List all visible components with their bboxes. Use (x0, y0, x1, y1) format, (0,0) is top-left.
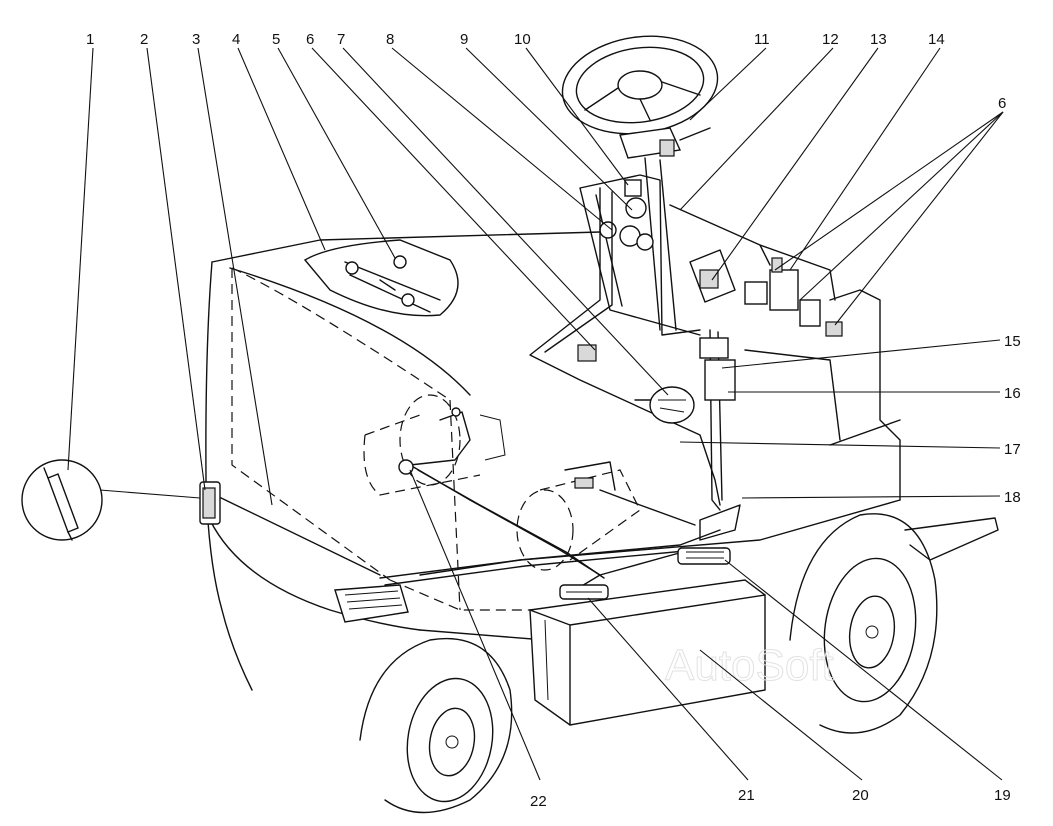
rear-light-left (199, 481, 221, 525)
leader-lines (67, 47, 1004, 781)
pump-motor (516, 461, 641, 571)
watermark: AutoSoft (665, 641, 834, 690)
callout-5: 5 (272, 31, 280, 48)
callout-14: 14 (928, 31, 945, 48)
callout-6: 6 (306, 31, 314, 48)
callout-15: 15 (1004, 333, 1021, 350)
steering-wheel (561, 35, 719, 135)
switch-assembly (599, 179, 654, 251)
callout-6-right: 6 (998, 95, 1006, 112)
battery-box (529, 579, 766, 726)
steering-column (619, 127, 711, 331)
drive-motor (363, 394, 506, 496)
callout-22: 22 (530, 793, 547, 810)
callout-17: 17 (1004, 441, 1021, 458)
wiring-harness (379, 187, 741, 591)
callout-21: 21 (738, 787, 755, 804)
callout-1: 1 (86, 31, 94, 48)
connector-box (577, 344, 597, 362)
callout-10: 10 (514, 31, 531, 48)
callout-labels: 1 2 3 4 5 6 7 8 9 10 11 12 13 14 6 15 16… (86, 31, 1021, 810)
callout-9: 9 (460, 31, 468, 48)
fuse-inset (21, 459, 201, 541)
front-wheel (789, 513, 938, 734)
rear-light-right (334, 584, 409, 623)
callout-13: 13 (870, 31, 887, 48)
callout-2: 2 (140, 31, 148, 48)
battery-connector-19 (677, 547, 731, 565)
callout-4: 4 (232, 31, 240, 48)
hour-meter-gauge (634, 386, 695, 424)
battery-connector-21 (559, 584, 609, 600)
relay-group (669, 204, 843, 337)
callout-12: 12 (822, 31, 839, 48)
hood-control-panel (303, 239, 459, 317)
callout-8: 8 (386, 31, 394, 48)
contactor-block (699, 337, 736, 401)
callout-19: 19 (994, 787, 1011, 804)
callout-11: 11 (754, 31, 770, 48)
callout-7: 7 (337, 31, 345, 48)
callout-20: 20 (852, 787, 869, 804)
truck-body (205, 231, 999, 691)
callout-18: 18 (1004, 489, 1021, 506)
callout-16: 16 (1004, 385, 1021, 402)
rear-wheel (359, 637, 513, 814)
callout-3: 3 (192, 31, 200, 48)
